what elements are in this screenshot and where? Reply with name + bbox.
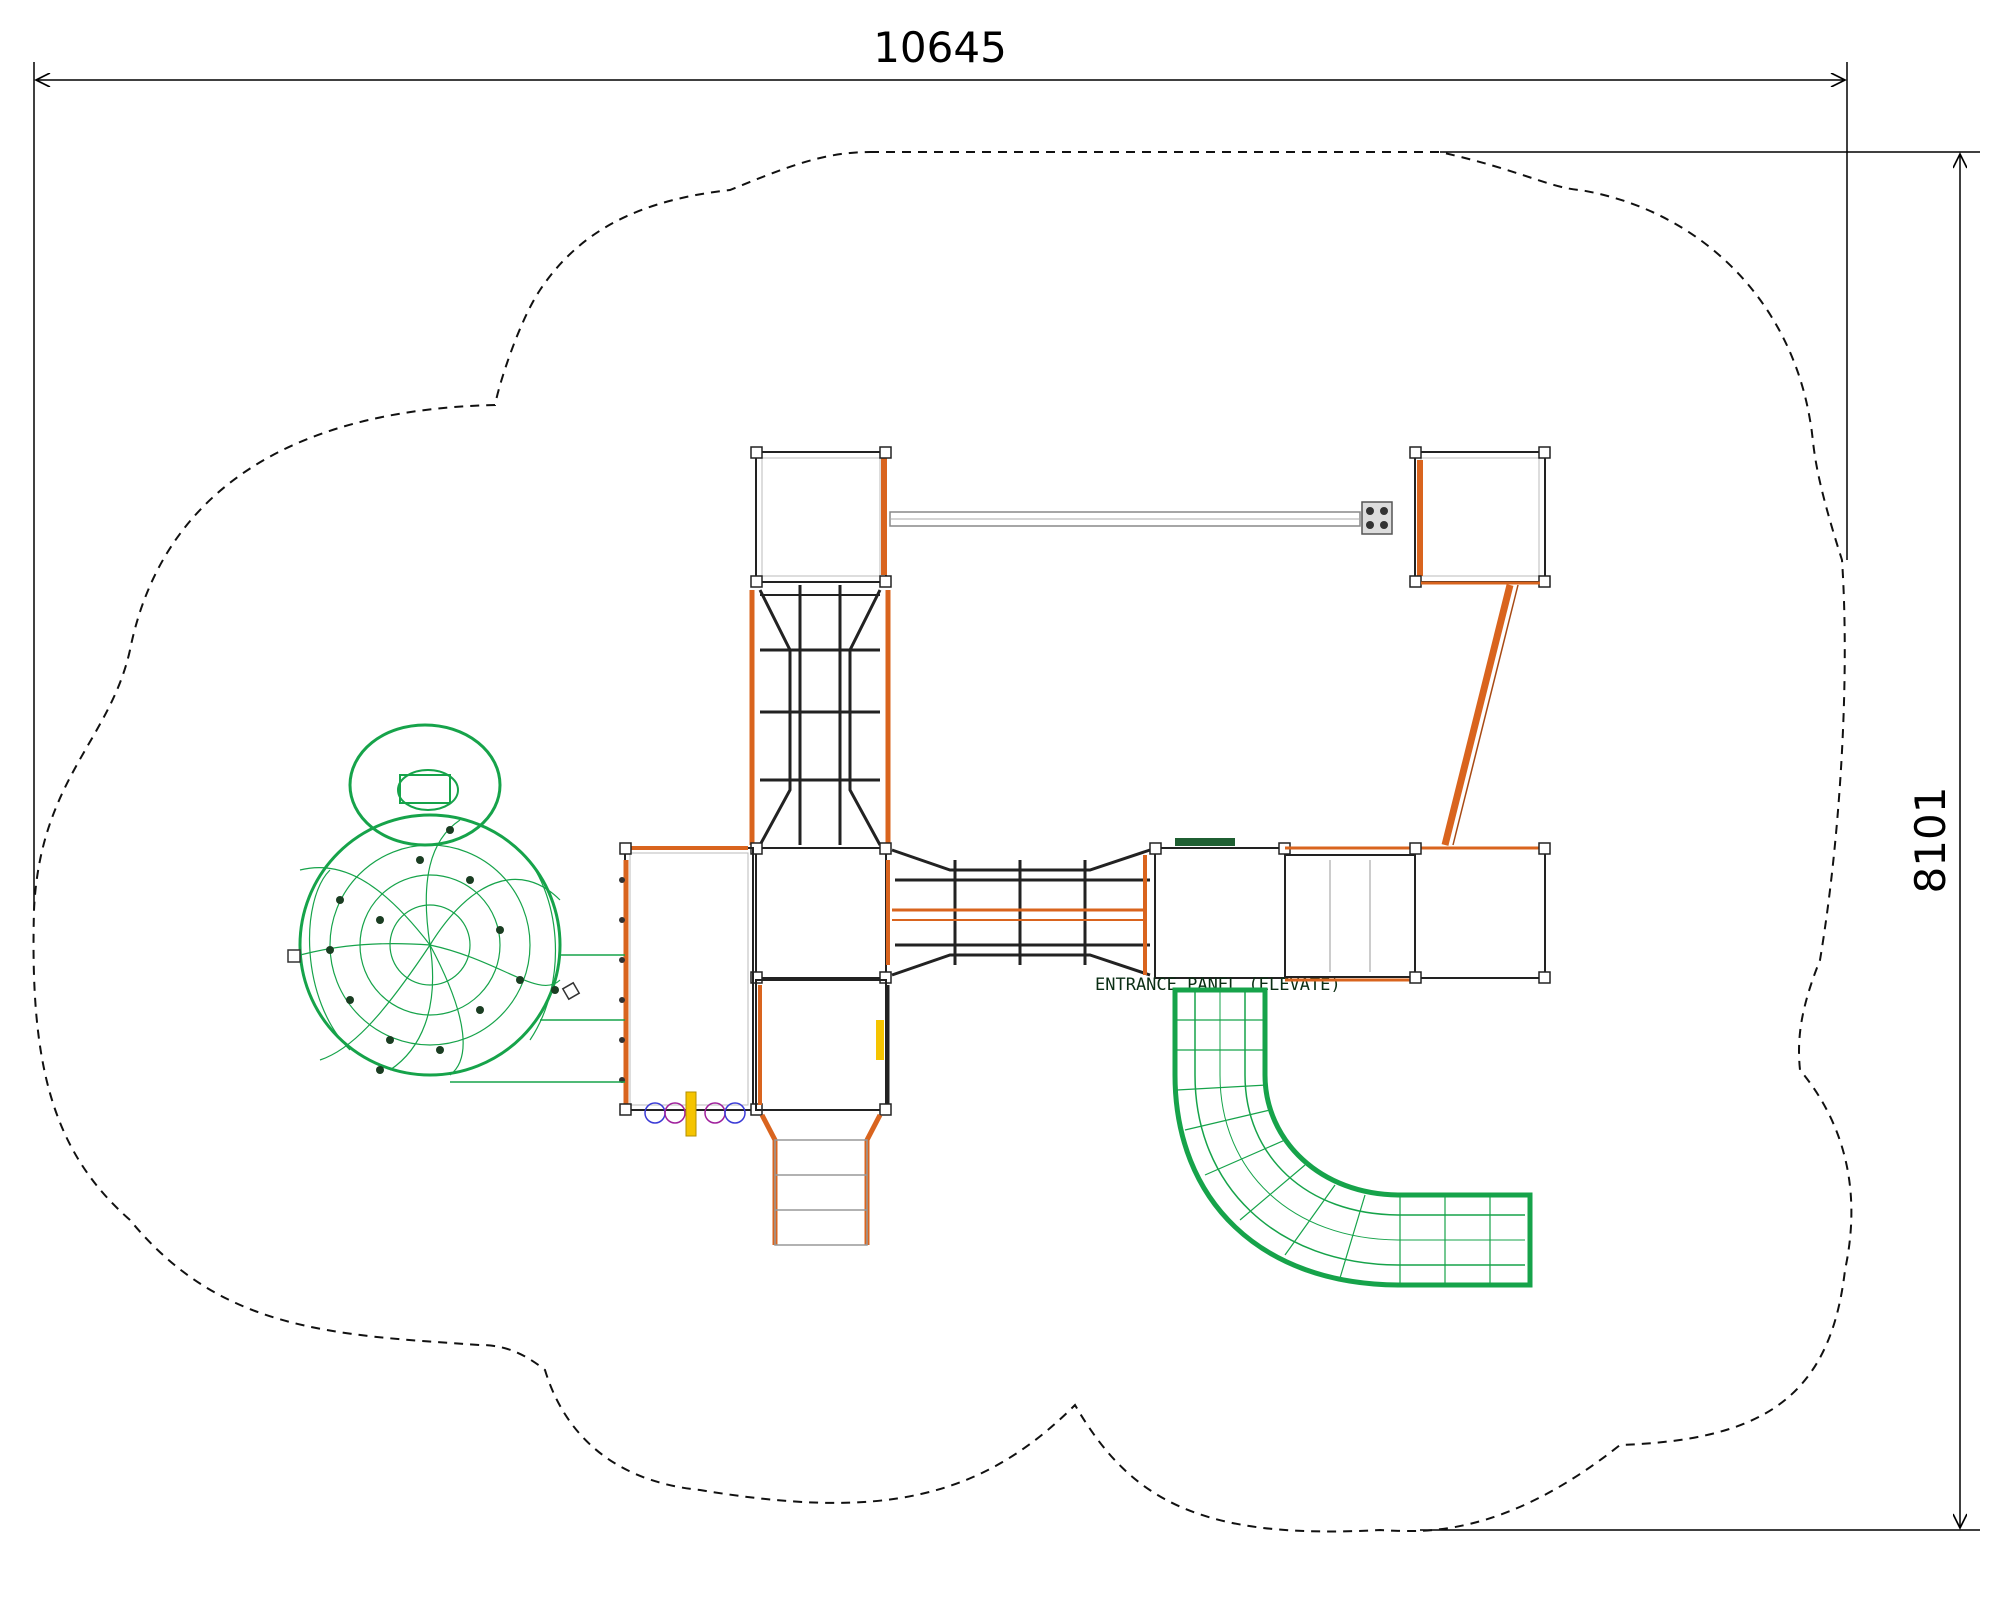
- spinner-panel: [1361, 501, 1393, 535]
- climbing-holds: [619, 877, 625, 1083]
- safety-zone-boundary: [32, 151, 1853, 1533]
- tower-upper-left: [750, 446, 892, 588]
- net-knots: [326, 826, 559, 1074]
- overhead-beam: [889, 501, 1393, 535]
- deck-upper-left: [755, 451, 887, 583]
- lower-deck: [755, 979, 892, 1116]
- spiral-net-climber: [287, 723, 625, 1083]
- yellow-handle: [685, 1091, 697, 1137]
- activity-panel: [644, 1102, 746, 1124]
- upper-hoop: [348, 723, 502, 847]
- vertical-net-bridge: [749, 585, 891, 846]
- left-deck: [619, 842, 763, 1137]
- deck-upper-right: [1414, 451, 1546, 583]
- curved-slide: [1172, 987, 1533, 1288]
- height-label: 8101: [1906, 787, 1955, 894]
- horizontal-net-bridge: [891, 848, 1151, 977]
- entrance-deck: ENTRANCE PANEL (ELEVATE): [1095, 838, 1341, 995]
- net-strands: [299, 819, 561, 1076]
- tower-upper-right: [1409, 446, 1551, 588]
- width-dimension: 10645: [33, 23, 1848, 910]
- entrance-panel: [1175, 838, 1235, 846]
- width-label: 10645: [873, 23, 1007, 72]
- entry-stairs: [759, 1113, 883, 1246]
- height-dimension: 8101: [1420, 151, 1980, 1531]
- centre-deck: [750, 842, 892, 984]
- entrance-note: ENTRANCE PANEL (ELEVATE): [1095, 975, 1341, 995]
- yellow-grip: [876, 1020, 884, 1060]
- diagonal-climber: [1441, 584, 1519, 846]
- right-decks: [1284, 842, 1551, 984]
